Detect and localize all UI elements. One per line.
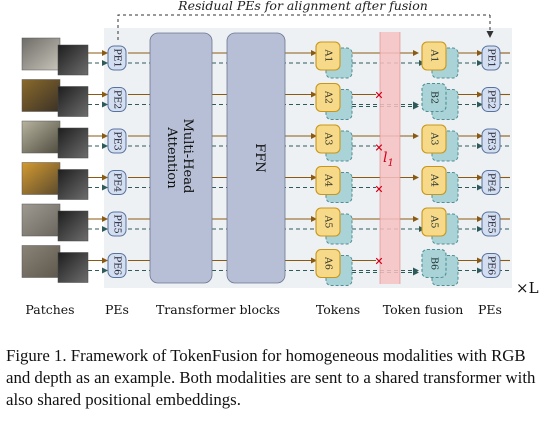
prune-cross-2: × <box>374 89 383 102</box>
token-a-label-5: A5 <box>323 215 334 229</box>
pe-left-label-1: PE1 <box>112 48 123 67</box>
token-a-label-3: A3 <box>323 132 334 146</box>
attention-line-1: Multi-Head <box>180 119 195 194</box>
token-a-4 <box>315 165 341 196</box>
pe-left-label-4: PE4 <box>112 173 123 192</box>
fused-token-a-4 <box>421 165 447 196</box>
fused-token-b-6 <box>421 248 447 279</box>
pe-right-label-2: PE2 <box>486 90 497 109</box>
pe-right-box-5 <box>481 211 501 237</box>
pe-right-label-4: PE4 <box>486 173 497 192</box>
attention-line-2: Attention <box>164 126 179 189</box>
pe-left-label-2: PE2 <box>112 90 123 109</box>
pe-left-box-2 <box>107 87 127 112</box>
depth-patch-5 <box>57 210 89 242</box>
token-a-2 <box>315 82 341 113</box>
prune-cross-6: × <box>374 255 383 268</box>
pe-left-label-6: PE6 <box>112 256 123 275</box>
rgb-patch-2 <box>21 79 61 112</box>
token-fusion-band <box>380 32 400 284</box>
label-pes-left: PEs <box>105 302 129 317</box>
token-a-label-6: A6 <box>323 256 334 270</box>
depth-patch-3 <box>57 127 89 159</box>
depth-patch-2 <box>57 86 89 117</box>
ffn-label: FFN <box>252 143 267 172</box>
multi-head-attention-block <box>149 32 213 284</box>
fused-token-label-5: A5 <box>429 215 440 229</box>
pe-left-box-1 <box>107 45 127 71</box>
label-patches: Patches <box>25 302 74 317</box>
token-a-5 <box>315 207 341 237</box>
fused-token-a-5 <box>421 207 447 237</box>
pe-right-box-1 <box>481 45 501 71</box>
rgb-patch-4 <box>21 162 61 195</box>
rgb-patch-5 <box>21 203 61 237</box>
fused-token-label-1: A1 <box>429 49 440 63</box>
ffn-block <box>226 32 286 284</box>
pe-left-box-6 <box>107 253 127 278</box>
depth-patch-4 <box>57 169 89 200</box>
prune-cross-depth-3: × <box>374 141 383 154</box>
fused-token-a-1 <box>421 41 447 71</box>
pe-left-box-5 <box>107 211 127 237</box>
pe-left-box-3 <box>107 128 127 154</box>
pe-left-label-3: PE3 <box>112 131 123 150</box>
pe-right-label-6: PE6 <box>486 256 497 275</box>
multi-head-attention-label: Multi-Head Attention <box>164 119 195 198</box>
fusion-sign-label: l1 <box>383 150 394 169</box>
depth-patch-6 <box>57 252 89 283</box>
token-a-3 <box>315 124 341 154</box>
rgb-patch-1 <box>21 37 61 71</box>
fused-token-label-2: B2 <box>429 91 440 104</box>
figure-caption: Figure 1. Framework of TokenFusion for h… <box>6 346 536 409</box>
fused-token-label-3: A3 <box>429 132 440 146</box>
pe-left-box-4 <box>107 170 127 195</box>
fused-token-label-6: B6 <box>429 257 440 270</box>
pe-right-box-6 <box>481 253 501 278</box>
depth-patch-1 <box>57 44 89 76</box>
fused-token-a-3 <box>421 124 447 154</box>
pe-right-label-1: PE1 <box>486 48 497 67</box>
fused-token-label-4: A4 <box>429 173 440 187</box>
pe-right-box-4 <box>481 170 501 195</box>
tokenfusion-diagram: Residual PEs for alignment after fusion … <box>21 0 539 317</box>
fusion-sign-subscript: 1 <box>387 158 393 169</box>
residual-pe-bracket <box>117 14 490 40</box>
residual-pe-label: Residual PEs for alignment after fusion <box>177 0 428 13</box>
label-transformer-blocks: Transformer blocks <box>156 302 280 317</box>
token-a-1 <box>315 41 341 71</box>
token-a-label-4: A4 <box>323 173 334 187</box>
pe-right-label-3: PE3 <box>486 131 497 150</box>
fusion-sign-l: l <box>383 150 387 166</box>
label-tokens: Tokens <box>316 302 360 317</box>
prune-cross-depth-4: × <box>374 183 383 196</box>
token-a-label-2: A2 <box>323 90 334 104</box>
pe-left-label-5: PE5 <box>112 214 123 233</box>
label-token-fusion: Token fusion <box>383 302 464 317</box>
pe-right-label-5: PE5 <box>486 214 497 233</box>
rgb-patch-3 <box>21 120 61 154</box>
repeat-label: ×L <box>516 279 539 297</box>
token-a-6 <box>315 248 341 279</box>
label-pes-right: PEs <box>478 302 502 317</box>
token-a-label-1: A1 <box>323 49 334 63</box>
rgb-patch-6 <box>21 245 61 278</box>
fused-token-b-2 <box>421 82 447 113</box>
pe-right-box-2 <box>481 87 501 112</box>
pe-right-box-3 <box>481 128 501 154</box>
